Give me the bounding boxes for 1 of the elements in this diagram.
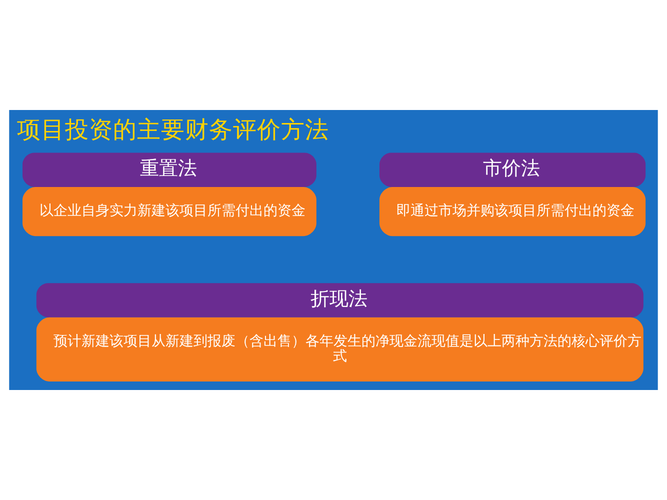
- diagram-title: 项目投资的主要财务评价方法: [17, 115, 330, 144]
